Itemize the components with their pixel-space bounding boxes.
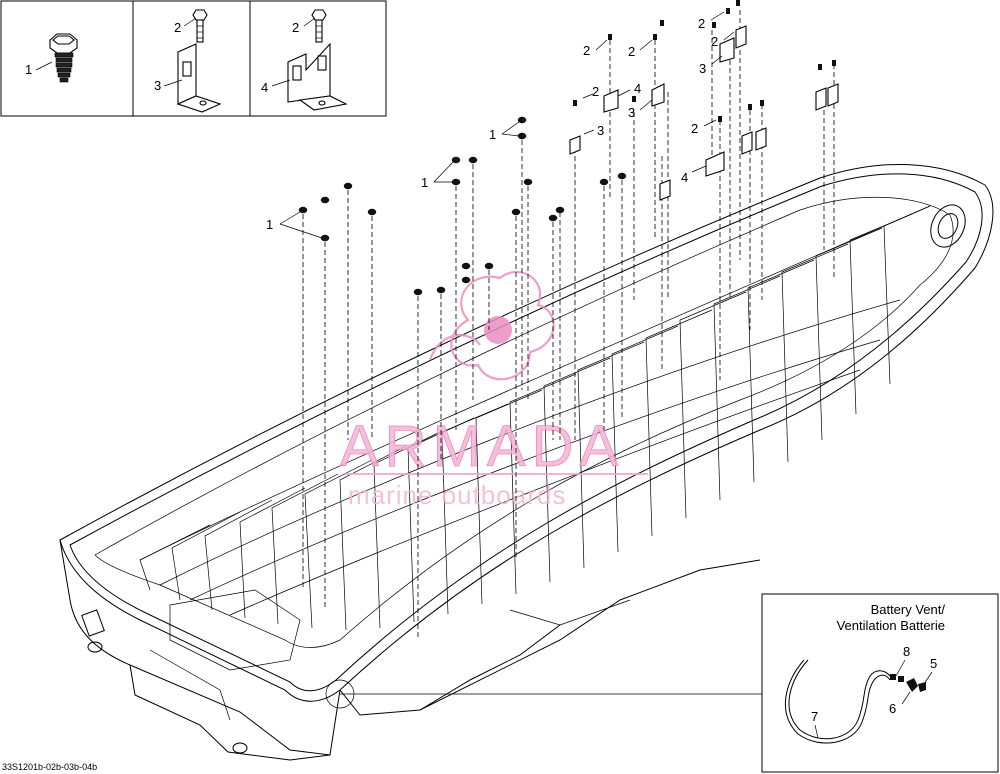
callout-vent-part-8: 8 (903, 644, 910, 659)
plug-part-illustration (49, 33, 78, 83)
callout-bracket-a-screw: 2 (583, 43, 590, 58)
small-brackets (569, 25, 839, 201)
watermark-logo: ARMADA marine outboards (340, 270, 648, 510)
callout-bracket-c: 3 (628, 105, 635, 120)
callout-vent-part-5: 5 (930, 656, 937, 671)
callout-bracket-c-screw: 2 (628, 44, 635, 59)
callout-bracket-a: 3 (597, 123, 604, 138)
double-bracket-part-illustration (287, 9, 348, 111)
battery-vent-inset: Battery Vent/ Ventilation Batterie 7 8 5… (325, 593, 999, 773)
callout-plugs-left-group: 1 (266, 217, 273, 232)
callout-bracket-e: 4 (681, 170, 688, 185)
callout-plugs-upper-group: 1 (489, 127, 496, 142)
callout-bracket-e-screw: 2 (691, 121, 698, 136)
detail-insets: 1 2 3 2 (0, 0, 387, 117)
figure-code: 33S1201b-02b-03b-04b (2, 762, 97, 772)
callout-bracket-b: 4 (634, 81, 641, 96)
callout-inset-double-bracket-screw: 2 (292, 20, 299, 35)
callout-bracket-b-screw: 2 (592, 84, 599, 99)
callout-bracket-d: 3 (699, 61, 706, 76)
watermark-sub: marine outboards (348, 480, 566, 510)
callout-inset-bracket-screw: 2 (174, 20, 181, 35)
inset-title-line2: Ventilation Batterie (837, 618, 945, 633)
hull-ribs (139, 205, 931, 631)
callout-vent-hose: 7 (811, 709, 818, 724)
inset-title-line1: Battery Vent/ (871, 602, 946, 617)
callout-inset-double-bracket: 4 (261, 80, 268, 95)
callout-plugs-mid-group: 1 (421, 175, 428, 190)
exploded-fasteners: 1 1 1 2 3 2 4 2 3 2 2 3 2 4 (266, 0, 839, 640)
callout-inset-bracket: 3 (154, 78, 161, 93)
watermark-name: ARMADA (340, 414, 624, 479)
callout-bracket-d-screw-2: 2 (711, 34, 718, 49)
callout-vent-part-6: 6 (889, 701, 896, 716)
callout-bracket-d-screw-1: 2 (698, 16, 705, 31)
callout-inset-plug: 1 (25, 62, 32, 77)
bracket-part-illustration (176, 9, 222, 113)
